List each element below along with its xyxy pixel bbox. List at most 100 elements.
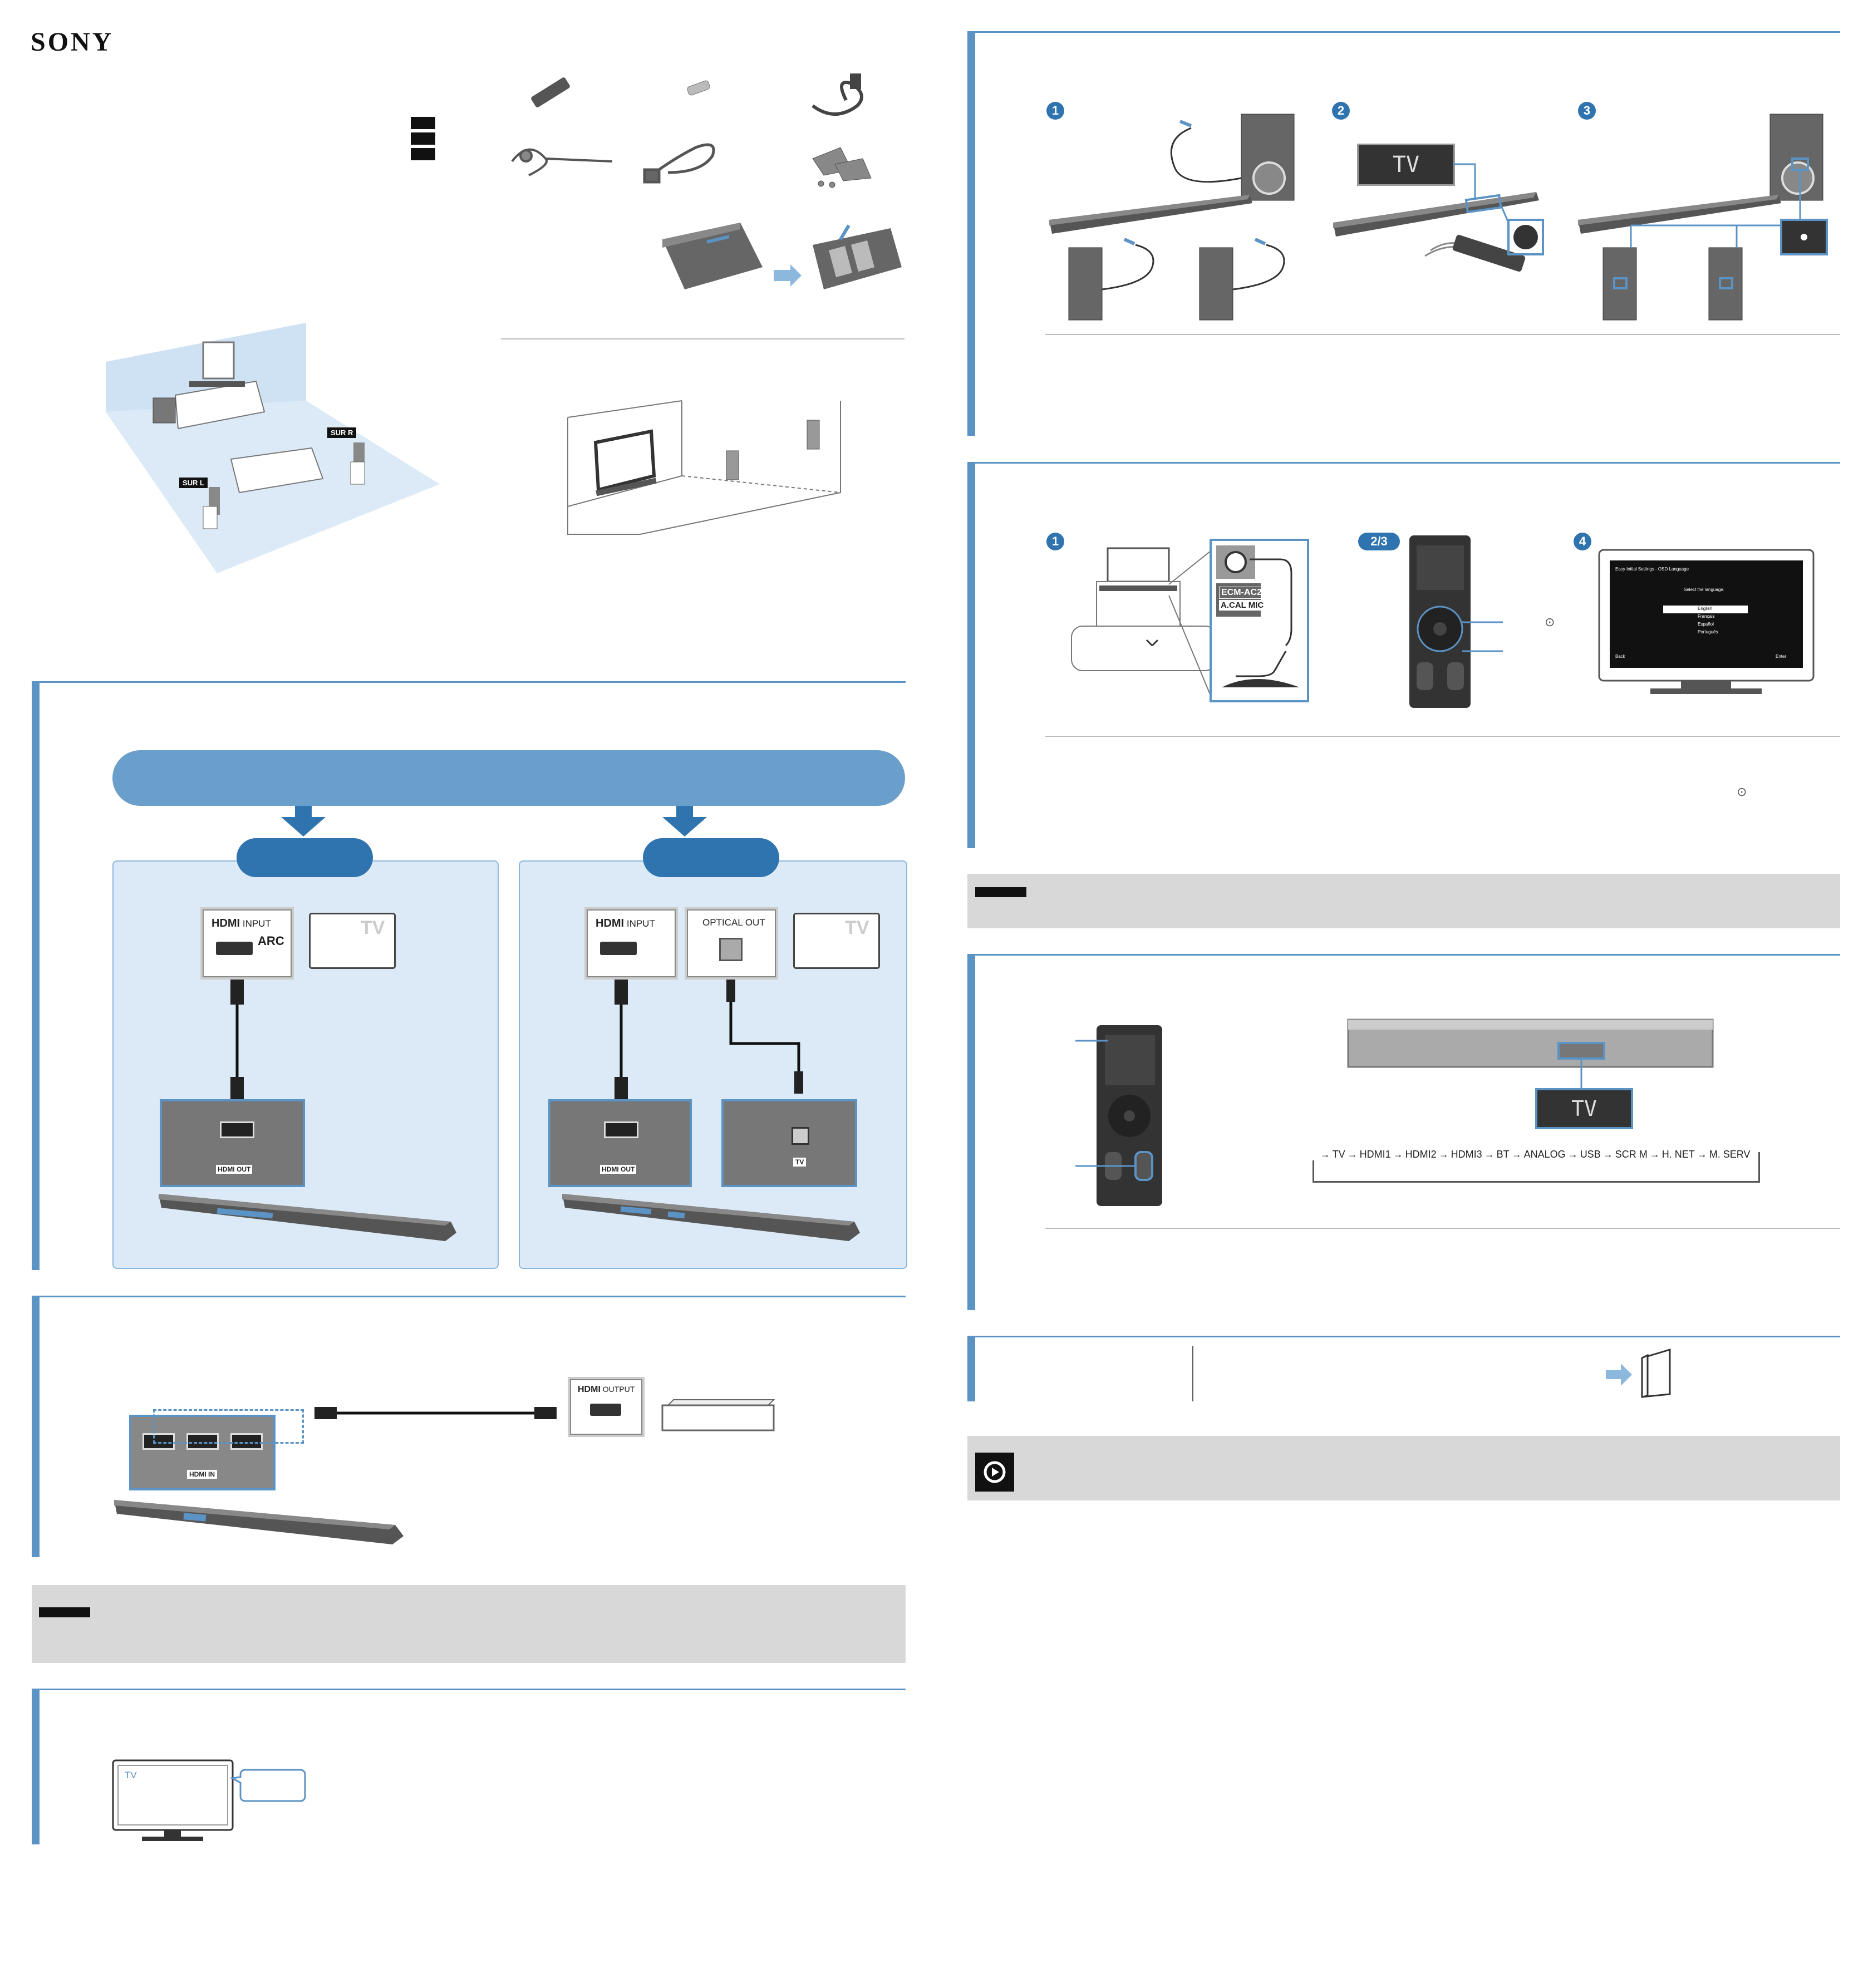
soundbar-arc [159,1194,456,1241]
hdmi-in-port-3 [230,1433,263,1450]
soundbar-front-input [1347,1018,1714,1088]
batteries-icon [687,80,710,96]
hdmi-input-label-2: HDMI INPUT [596,917,655,929]
room-placement-illustration [106,323,440,573]
hdmi-cable-icon [812,73,863,116]
tv-icon [309,913,396,969]
divider-input [1045,1228,1840,1229]
soundbar-remote-step2 [1333,163,1544,272]
osd-prompt: Select the language. [1684,587,1724,592]
hdmi-out-port-icon [220,1121,254,1138]
power-cord-icon [643,143,715,184]
setup-section-bar [967,462,975,848]
soundbar-rear-panel-arc [160,1099,305,1187]
manual-vertical-divider [1192,1346,1193,1401]
sony-logo: SONY [31,27,114,57]
input-tv: TV [1332,1149,1345,1160]
optical-panel-pill [643,838,779,877]
hdmi-port-icon [216,942,253,955]
osd-option-4[interactable]: Português [1698,629,1718,634]
soundbar-rear-panel-hdmi [548,1099,692,1187]
arrow-right-icon [774,264,802,287]
setup-section-rule [967,462,1840,464]
tv-connection-section-rule [32,681,906,683]
help-box [967,1436,1840,1500]
note-box-left [32,1585,906,1663]
hdmi-output-label: HDMI OUTPUT [578,1385,635,1394]
hdmi-in-port-1 [142,1433,175,1450]
soundbar-rear-panel-optical [721,1099,857,1187]
note-label-right [975,887,1026,897]
osd-title: Easy Initial Settings - OSD Language [1615,567,1689,572]
tv-osd-illustration [1598,549,1815,694]
input-cycle-row: →TV →HDMI1 →HDMI2 →HDMI3 →BT →ANALOG →US… [1312,1149,1758,1160]
hdmi-out-label: HDMI OUT [216,1165,253,1174]
divider [501,338,904,339]
input-hdmi3: HDMI3 [1451,1149,1482,1160]
input-hdmi2: HDMI2 [1405,1149,1437,1160]
input-bt: BT [1496,1149,1510,1160]
tv-input-section-rule [32,1689,906,1690]
remote-battery-compartment-icon [813,224,902,289]
step-4-setup-badge: 4 [1574,533,1591,550]
step-1-badge: 1 [1046,102,1064,120]
device-hdmi-output-port-box [568,1377,645,1437]
input-hdmi1: HDMI1 [1359,1149,1391,1160]
device-connection-section-rule [32,1296,906,1297]
step-2-3-setup-badge: 2/3 [1358,533,1400,550]
hdmi-out-label-2: HDMI OUT [600,1165,637,1174]
arc-panel-pill [237,838,373,877]
remote-input-illustration [1075,1025,1162,1206]
mic-setup-illustration [1071,539,1309,702]
speaker-section-bar [967,31,975,436]
osd-option-1[interactable]: English [1698,606,1713,611]
tv-screen-label: TV [125,1770,137,1780]
input-h-net: H. NET [1661,1149,1695,1160]
power-symbol-icon: ⊙ [1545,615,1555,629]
input-scr-m: SCR M [1615,1149,1648,1160]
step-2-badge: 2 [1332,102,1350,120]
ecm-ac2-label: ECM-AC2 [1219,587,1264,599]
speaker-setup-step3 [1578,114,1828,321]
hdmi-in-label: HDMI IN [187,1470,217,1479]
language-tab-1 [411,117,435,129]
optical-out-label: OPTICAL OUT [702,917,765,928]
tv-connection-section-bar [32,681,40,1270]
osd-enter[interactable]: Enter [1776,654,1787,659]
input-analog: ANALOG [1523,1149,1566,1160]
note-box-right [967,874,1840,928]
language-tab-2 [411,132,435,145]
calibration-mic-icon [511,148,613,176]
hdmi-input-label: HDMI INPUT [212,917,271,929]
hdmi-ports-dashed-highlight [153,1409,304,1444]
optical-cable [726,980,803,1094]
step-3-badge: 3 [1578,102,1596,120]
set-top-box-icon [661,1399,775,1431]
down-arrows [281,806,707,836]
hdmi-cable-arc [230,980,244,1102]
language-tab-3 [411,148,435,160]
osd-option-2[interactable]: Français [1698,614,1715,619]
manual-arrow-book-icon [1606,1348,1671,1398]
arc-label: ARC [258,934,284,948]
manual-section-bar [967,1336,975,1401]
osd-back[interactable]: Back [1615,654,1625,659]
tv-input-section-bar [32,1689,40,1844]
tv-connection-header-pill [112,750,905,806]
soundbar-optical [562,1194,860,1241]
hdmi-cable-optical-panel [615,980,628,1102]
tv-icon-label-2: TV [845,917,869,938]
front-panel-display-step2: TV [1357,144,1455,186]
divider-setup [1045,736,1840,737]
optical-port-icon [719,938,743,961]
osd-option-3[interactable]: Español [1698,622,1714,627]
tv-icon-label: TV [361,917,385,938]
sur-r-label: SUR R [327,427,357,438]
hdmi-out-port-icon-2 [604,1121,638,1138]
remote-battery-cover-icon [662,223,763,289]
front-panel-display-input: TV [1535,1088,1633,1129]
remote-control-setup [1409,535,1503,708]
hdmi-cable-device [314,1407,557,1419]
note-label-left [39,1607,90,1617]
sur-l-label: SUR L [179,478,208,488]
